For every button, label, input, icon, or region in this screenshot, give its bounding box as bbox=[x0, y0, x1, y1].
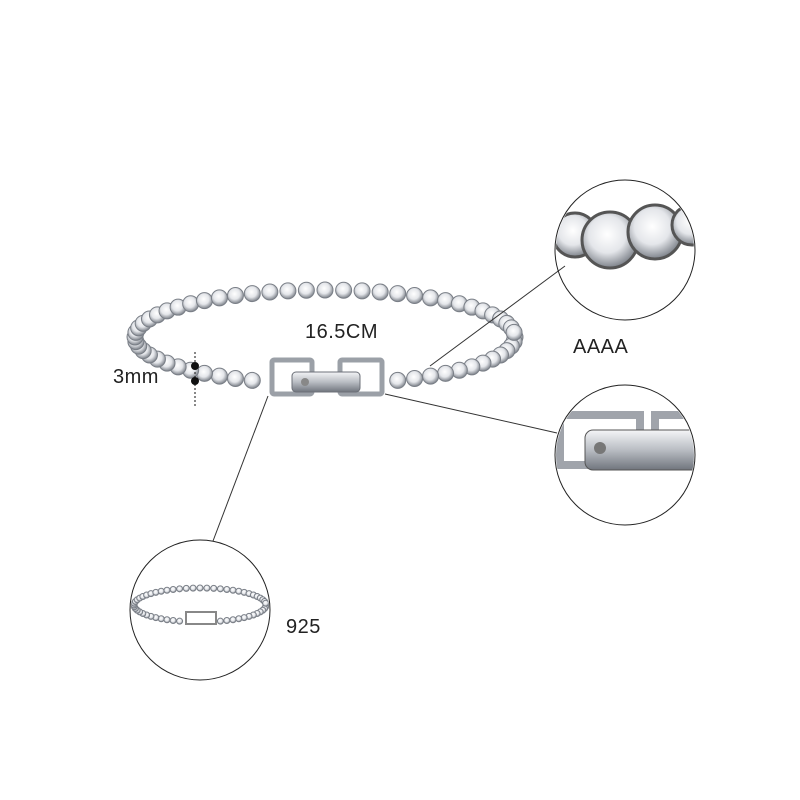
stone bbox=[157, 587, 165, 595]
stone bbox=[169, 585, 177, 593]
stone bbox=[505, 323, 523, 341]
stone bbox=[335, 281, 353, 299]
stone bbox=[235, 615, 243, 623]
bracelet-chain bbox=[126, 281, 524, 389]
width-marker bbox=[191, 352, 199, 408]
mini-clasp bbox=[185, 611, 217, 625]
stone bbox=[371, 283, 389, 301]
stone bbox=[406, 369, 424, 387]
stone bbox=[353, 282, 371, 300]
length-label: 16.5CM bbox=[305, 321, 379, 343]
stone bbox=[389, 285, 407, 303]
stone bbox=[223, 585, 231, 593]
zoom-circle-full bbox=[129, 539, 271, 681]
stone bbox=[169, 617, 177, 625]
silver-label: 925 bbox=[286, 616, 321, 638]
stone bbox=[261, 283, 279, 301]
zoomed-stone bbox=[670, 203, 694, 247]
stone bbox=[422, 367, 440, 385]
stone bbox=[163, 586, 171, 594]
stone bbox=[389, 371, 407, 389]
stone bbox=[316, 281, 334, 299]
stone bbox=[210, 289, 228, 307]
stone bbox=[216, 585, 224, 593]
stone bbox=[226, 369, 244, 387]
stone bbox=[437, 364, 455, 382]
stone bbox=[243, 285, 261, 303]
stone bbox=[297, 281, 315, 299]
stone bbox=[176, 585, 184, 593]
stone bbox=[226, 287, 244, 305]
stone bbox=[210, 367, 228, 385]
stone bbox=[195, 292, 213, 310]
stone bbox=[176, 617, 184, 625]
stone bbox=[223, 617, 231, 625]
callout-lines bbox=[212, 265, 566, 542]
stone bbox=[279, 282, 297, 300]
stone bbox=[406, 287, 424, 305]
stone bbox=[243, 371, 261, 389]
stone bbox=[229, 616, 237, 624]
stone bbox=[210, 584, 218, 592]
stone bbox=[182, 584, 190, 592]
stone bbox=[163, 616, 171, 624]
stone bbox=[437, 292, 455, 310]
width-label: 3mm bbox=[113, 366, 159, 388]
stone bbox=[422, 289, 440, 307]
stone bbox=[196, 584, 204, 592]
zoom-stones bbox=[556, 203, 694, 270]
stone bbox=[203, 584, 211, 592]
zoom-circle-clasp bbox=[554, 384, 696, 526]
stone bbox=[216, 617, 224, 625]
zoom-clasp bbox=[556, 411, 694, 471]
clasp bbox=[269, 357, 385, 397]
stone-grade-label: AAAA bbox=[573, 336, 629, 358]
stone bbox=[182, 295, 200, 313]
zoom-full-bracelet bbox=[131, 584, 269, 625]
stone bbox=[189, 584, 197, 592]
stone bbox=[262, 599, 269, 607]
stone bbox=[450, 361, 468, 379]
stone bbox=[229, 586, 237, 594]
stone bbox=[195, 364, 213, 382]
zoom-circle-stones bbox=[554, 179, 696, 321]
